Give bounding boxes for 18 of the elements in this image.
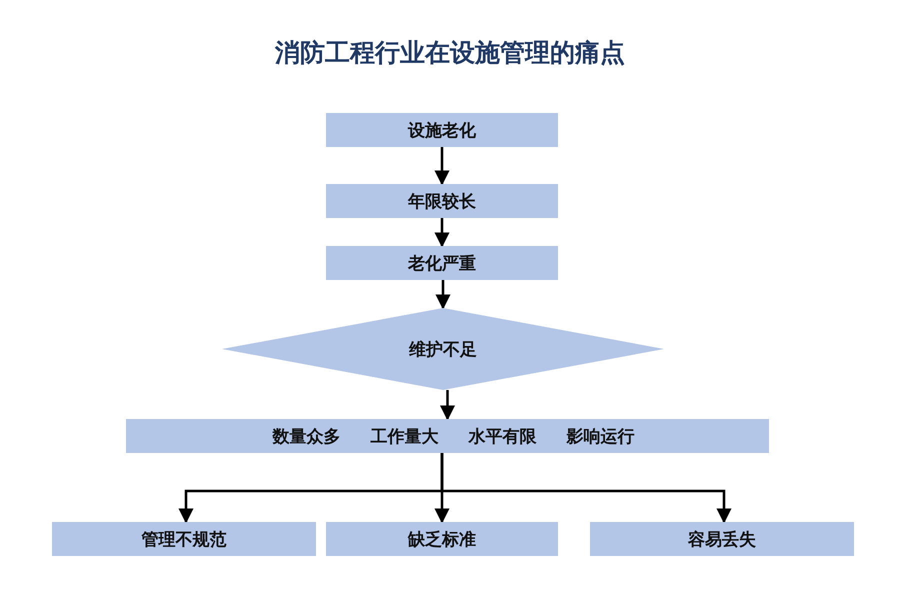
cause-text: 影响运行 [566, 426, 634, 448]
process-box: 管理不规范 [52, 522, 316, 556]
decision-diamond: 维护不足 [222, 308, 664, 390]
process-box: 缺乏标准 [326, 522, 558, 556]
process-box: 年限较长 [326, 184, 558, 218]
arrow [436, 280, 450, 310]
title: 消防工程行业在设施管理的痛点 [274, 37, 626, 69]
arrow [440, 390, 455, 420]
arrow [434, 218, 450, 248]
cause-text: 工作量大 [370, 426, 438, 448]
arrow [434, 147, 450, 186]
cause-band [126, 419, 769, 453]
arrow [440, 453, 732, 524]
process-box: 设施老化 [326, 113, 558, 147]
process-box: 老化严重 [326, 246, 558, 280]
cause-text: 数量众多 [272, 426, 340, 448]
cause-text: 水平有限 [468, 426, 536, 448]
process-box: 容易丢失 [590, 522, 854, 556]
